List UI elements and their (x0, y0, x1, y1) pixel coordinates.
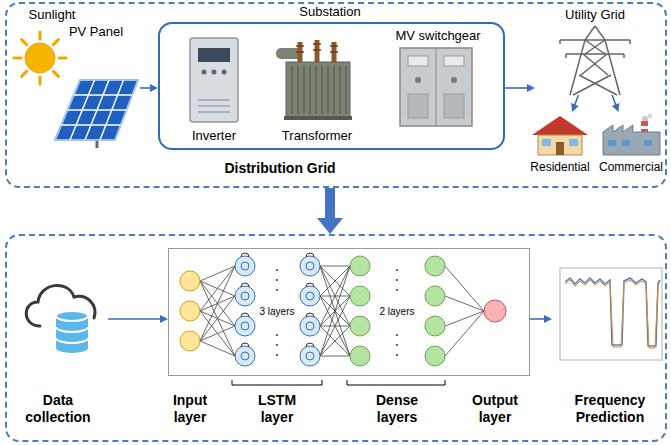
connector-line (530, 318, 546, 320)
layer-label: Output layer (460, 392, 530, 426)
connector-line (574, 95, 578, 106)
network-links (200, 266, 484, 356)
connector-line (325, 188, 335, 221)
input-neurons (180, 271, 200, 351)
network-box: 3 layers 2 layers (168, 248, 530, 376)
pv-node: SunlightPV Panel (12, 6, 140, 150)
connector-arrow (505, 84, 535, 92)
arrow-head (544, 315, 552, 323)
connector-line (108, 318, 162, 320)
connector-line (505, 87, 529, 89)
substation-box: SubstationInverterTransformerMV switchge… (158, 22, 505, 150)
node-label: 2 layers (379, 306, 414, 318)
node-label: 3 layers (259, 306, 294, 318)
connector-arrow (140, 84, 158, 92)
layer-label: LSTM layer (242, 392, 312, 426)
lstm-neurons (235, 256, 320, 366)
arrow-head (317, 218, 343, 234)
connector-arrow (530, 315, 552, 323)
connector-arrow (317, 188, 343, 234)
cloud-database-icon (26, 285, 95, 353)
factory-icon (603, 114, 660, 156)
connector-line (140, 87, 152, 89)
arrow-head (527, 84, 535, 92)
node-label: Commercial (599, 160, 663, 174)
node-label: Transformer (282, 128, 352, 144)
transformer-node: Transformer (262, 30, 372, 146)
node-label: Sunlight (29, 7, 76, 23)
frequency-chart (560, 268, 662, 360)
layer-label: Dense layers (360, 392, 434, 426)
dense-neurons (350, 256, 445, 366)
model-panel: Data collection 3 layers 2 layersFrequency… (5, 234, 667, 442)
transformer-icon (276, 40, 352, 120)
arrow-head (150, 84, 158, 92)
sun-icon (14, 32, 66, 84)
house-icon (532, 116, 588, 155)
utility-node: Utility Grid (535, 5, 655, 95)
switchgear-node: MV switchgear (385, 26, 495, 146)
inverter-icon (190, 38, 238, 122)
layer-label: Input layer (155, 392, 225, 426)
node-label: Inverter (192, 128, 236, 144)
node-label: Substation (299, 4, 360, 20)
node-label: MV switchgear (395, 28, 480, 44)
prediction-node: Frequency Prediction (552, 262, 666, 432)
node-label: PV Panel (69, 24, 123, 40)
node-label: Distribution Grid (224, 160, 335, 177)
data-node: Data collection (14, 262, 108, 432)
arrow-head (571, 103, 579, 112)
arrow-head (160, 315, 168, 323)
node-label: Utility Grid (565, 7, 625, 23)
switchgear-icon (400, 48, 472, 126)
arrow-head (612, 103, 619, 112)
connector-arrow (108, 315, 168, 323)
node-label: Frequency Prediction (558, 392, 662, 426)
commercial-node: Commercial (597, 112, 665, 178)
inverter-node: Inverter (178, 30, 250, 146)
lstm-cells (241, 253, 314, 360)
connector-arrow (571, 95, 579, 112)
node-label: Data collection (17, 392, 99, 426)
grid-panel: Distribution Grid SunlightPV Panel Substat… (5, 2, 667, 188)
node-label: Residential (530, 160, 589, 174)
layer-bracket (232, 380, 445, 385)
pv-panel-icon (55, 80, 138, 148)
residential-node: Residential (526, 112, 594, 178)
connector-arrow (612, 95, 619, 112)
connector-line (612, 95, 616, 106)
output-neuron (484, 300, 506, 322)
tower-icon (560, 26, 630, 95)
